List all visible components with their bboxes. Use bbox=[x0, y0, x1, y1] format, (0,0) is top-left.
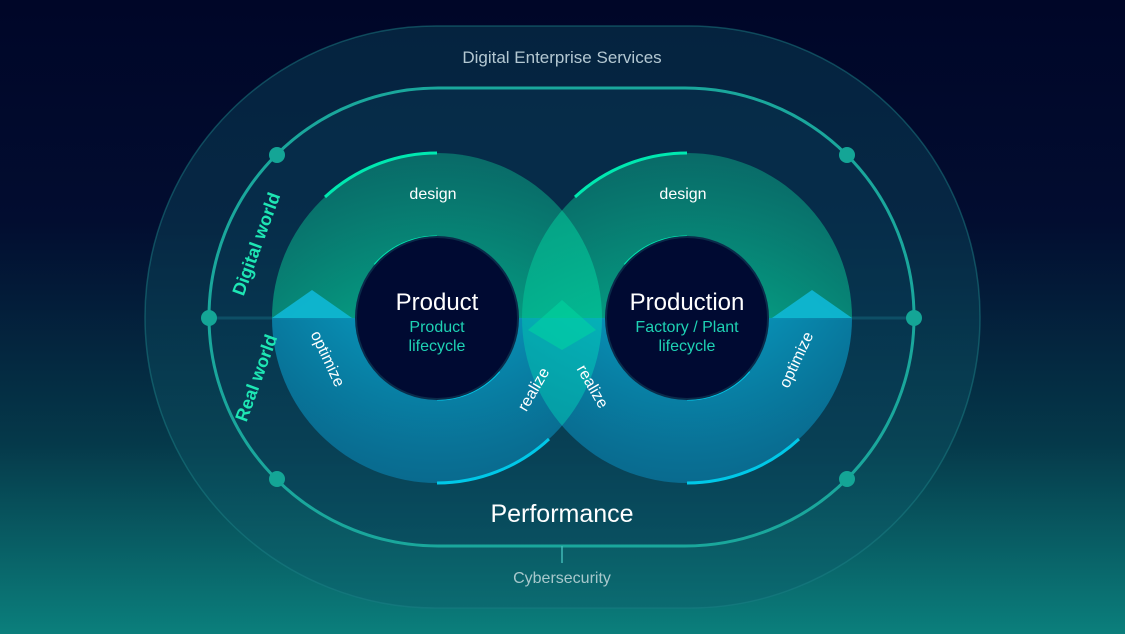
node-bottom-right bbox=[839, 471, 855, 487]
left-design-stage: design bbox=[409, 186, 456, 203]
performance-label: Performance bbox=[490, 500, 633, 528]
product-title: Product bbox=[396, 289, 479, 316]
node-mid-right bbox=[906, 310, 922, 326]
right-ring-top-arc bbox=[573, 151, 688, 199]
product-subtitle-line2: lifecycle bbox=[409, 338, 466, 355]
node-top-right bbox=[839, 147, 855, 163]
right-ring-bottom-arc bbox=[686, 437, 801, 485]
production-subtitle-line2: lifecycle bbox=[659, 338, 716, 355]
production-title: Production bbox=[630, 289, 745, 316]
left-ring-bottom-arc bbox=[436, 437, 551, 485]
center-chevron bbox=[528, 300, 596, 350]
digital-enterprise-services-label: Digital Enterprise Services bbox=[462, 48, 661, 67]
left-chevron bbox=[272, 290, 352, 318]
product-subtitle-line1: Product bbox=[409, 319, 465, 336]
product-core-circle bbox=[355, 236, 519, 400]
production-subtitle-line1: Factory / Plant bbox=[635, 319, 739, 336]
right-design-stage: design bbox=[659, 186, 706, 203]
node-top-left bbox=[269, 147, 285, 163]
right-chevron bbox=[772, 290, 852, 318]
left-ring-top-arc bbox=[323, 151, 438, 199]
node-bottom-left bbox=[269, 471, 285, 487]
node-mid-left bbox=[201, 310, 217, 326]
production-core-circle bbox=[605, 236, 769, 400]
cybersecurity-label: Cybersecurity bbox=[513, 570, 611, 587]
frame-nodes bbox=[201, 147, 922, 487]
